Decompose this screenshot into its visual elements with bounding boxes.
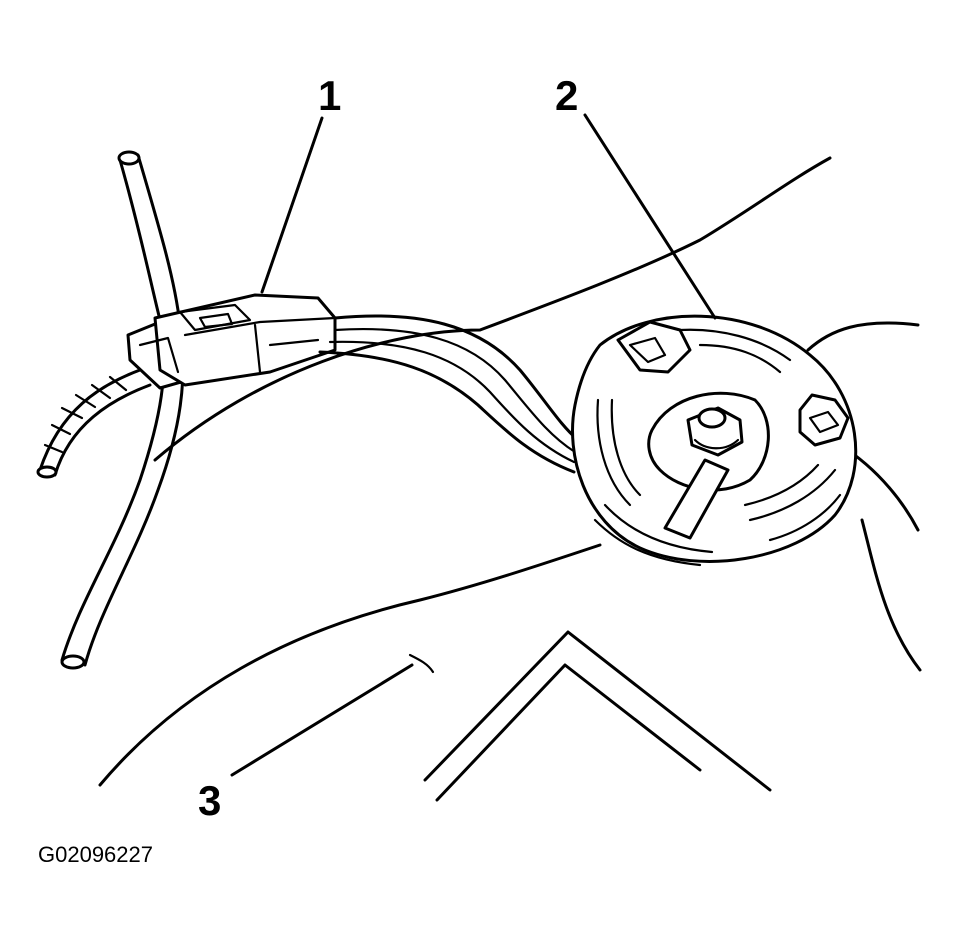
leader-lines (230, 113, 717, 777)
sensor-wires (318, 314, 580, 474)
wiring-harness-taped (36, 368, 152, 479)
callout-3: 3 (198, 777, 221, 824)
leader-line-2 (583, 113, 717, 320)
electrical-connector (126, 293, 337, 390)
figure-id: G02096227 (38, 842, 153, 867)
hose-tube (60, 150, 185, 670)
chevron-panel-shape (423, 630, 772, 802)
callout-2: 2 (555, 72, 578, 119)
leader-line-1 (260, 116, 324, 294)
leader-line-3 (230, 663, 414, 777)
sensor-disc (571, 314, 858, 567)
callout-1: 1 (318, 72, 341, 119)
